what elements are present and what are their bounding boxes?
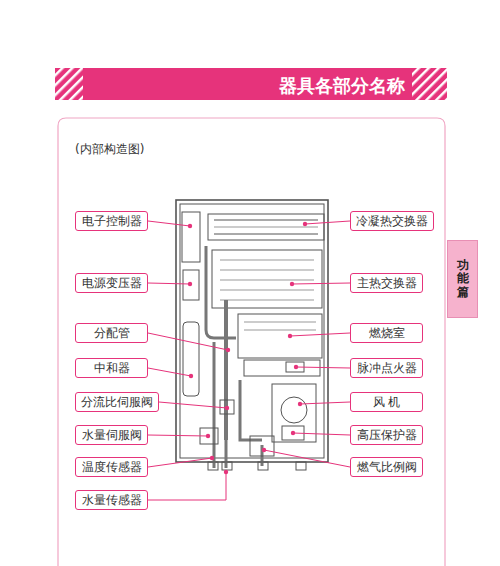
- leader-dot: [303, 222, 307, 226]
- part-label-box: 风 机: [350, 392, 423, 412]
- leader-dot: [294, 365, 298, 369]
- part-label-box: 中和器: [75, 358, 148, 378]
- content-panel: [58, 118, 445, 566]
- leader-dot: [225, 406, 229, 410]
- part-name: 燃气比例阀: [357, 461, 417, 473]
- leader-dot: [188, 224, 192, 228]
- page-title: 器具各部分名称: [279, 74, 405, 98]
- leader-dot: [288, 334, 292, 338]
- part-label-box: 水量传感器: [75, 490, 148, 510]
- leader-line: [305, 221, 350, 224]
- part-name: 分流比伺服阀: [81, 396, 153, 408]
- section-tab: 功能篇: [447, 240, 478, 318]
- part-label-box: 主热交换器: [350, 273, 423, 293]
- leader-line: [148, 368, 191, 376]
- part-name: 高压保护器: [357, 429, 417, 441]
- leader-line: [148, 435, 208, 436]
- leader-line: [300, 402, 350, 404]
- leader-line: [296, 367, 350, 368]
- leader-dot: [206, 434, 210, 438]
- leader-line: [264, 450, 350, 467]
- part-label-box: 温度传感器: [75, 457, 148, 477]
- part-name: 风 机: [373, 396, 401, 408]
- leader-line: [148, 283, 190, 284]
- header-stripes: [412, 68, 447, 100]
- leader-dot: [210, 456, 214, 460]
- part-name: 中和器: [94, 362, 130, 374]
- part-name: 温度传感器: [82, 461, 142, 473]
- leader-line: [148, 458, 212, 467]
- part-label-box: 分配管: [75, 323, 148, 343]
- part-name: 脉冲点火器: [357, 362, 417, 374]
- leader-dot: [262, 448, 266, 452]
- part-name: 功能篇: [457, 259, 469, 299]
- header-stripes: [55, 68, 83, 100]
- leader-line: [290, 333, 350, 336]
- part-label-box: 高压保护器: [350, 425, 423, 445]
- part-label-box: 分流比伺服阀: [75, 392, 159, 412]
- part-name: 主热交换器: [357, 277, 417, 289]
- header-bar: [55, 68, 447, 100]
- part-label-box: 冷凝热交换器: [350, 211, 434, 231]
- part-label-box: 脉冲点火器: [350, 358, 423, 378]
- part-name: 冷凝热交换器: [356, 215, 428, 227]
- part-label-box: 燃气比例阀: [350, 457, 423, 477]
- part-name: 燃烧室: [369, 327, 405, 339]
- leader-dot: [188, 282, 192, 286]
- leader-line: [148, 472, 226, 500]
- leader-dot: [226, 348, 230, 352]
- part-name: 水量传感器: [82, 494, 142, 506]
- leader-line: [159, 402, 227, 408]
- leader-line: [293, 433, 350, 435]
- part-label-box: 水量伺服阀: [75, 425, 148, 445]
- part-label-box: 电源变压器: [75, 273, 148, 293]
- leader-lines: [148, 221, 350, 500]
- leader-line: [292, 283, 350, 284]
- part-name: 水量伺服阀: [82, 429, 142, 441]
- leader-dot: [224, 470, 228, 474]
- leader-dot: [291, 431, 295, 435]
- part-name: 电源变压器: [82, 277, 142, 289]
- leader-dot: [290, 282, 294, 286]
- leader-line: [148, 221, 190, 226]
- leader-dot: [189, 374, 193, 378]
- caption-label: (内部构造图): [75, 141, 144, 158]
- part-label-box: 电子控制器: [75, 211, 148, 231]
- leader-dot: [298, 402, 302, 406]
- part-name: 分配管: [94, 327, 130, 339]
- leader-line: [148, 333, 228, 350]
- part-name: 电子控制器: [82, 215, 142, 227]
- part-label-box: 燃烧室: [350, 323, 423, 343]
